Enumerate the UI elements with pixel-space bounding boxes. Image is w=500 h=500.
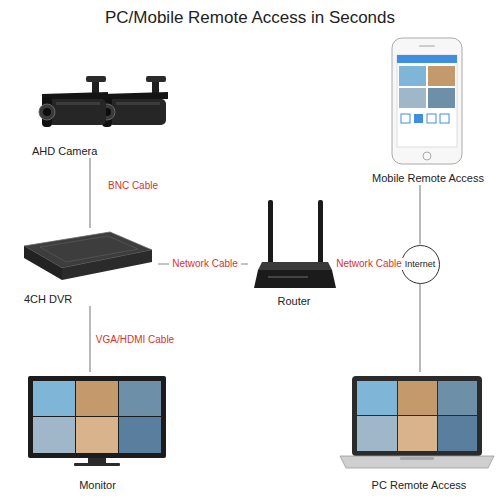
cable-label: Network Cable — [169, 258, 241, 270]
camera-icon — [99, 76, 168, 127]
cable-label: VGA/HDMI Cable — [93, 334, 177, 346]
device-caption: 4CH DVR — [20, 293, 72, 306]
camera-icon — [39, 76, 108, 127]
device-caption: AHD Camera — [28, 145, 97, 158]
internet-circle: Internet — [401, 245, 440, 284]
router-icon — [254, 200, 336, 288]
cable-label: BNC Cable — [105, 180, 161, 192]
diagram-title: PC/Mobile Remote Access in Seconds — [0, 8, 500, 28]
cable-line — [419, 284, 420, 373]
dvr-node: 4CH DVR — [20, 228, 158, 306]
laptop-node: PC Remote Access — [340, 372, 498, 492]
monitor-node: Monitor — [25, 372, 170, 492]
device-caption: Mobile Remote Access — [372, 172, 484, 185]
phone-icon — [392, 38, 462, 164]
device-caption: PC Remote Access — [372, 479, 467, 492]
mobile-node: Mobile Remote Access — [367, 35, 489, 185]
cable-line — [89, 306, 90, 372]
cable-line — [89, 158, 90, 228]
device-caption: Monitor — [79, 479, 116, 492]
device-caption: Internet — [405, 259, 436, 270]
cable-label: Network Cable — [333, 258, 405, 270]
cable-line — [419, 185, 420, 245]
laptop-icon — [340, 376, 494, 468]
dvr-icon — [24, 232, 152, 280]
camera-node: AHD Camera — [28, 58, 170, 158]
device-caption: Router — [277, 295, 310, 308]
router-node: Router — [248, 194, 340, 308]
monitor-icon — [28, 376, 166, 466]
